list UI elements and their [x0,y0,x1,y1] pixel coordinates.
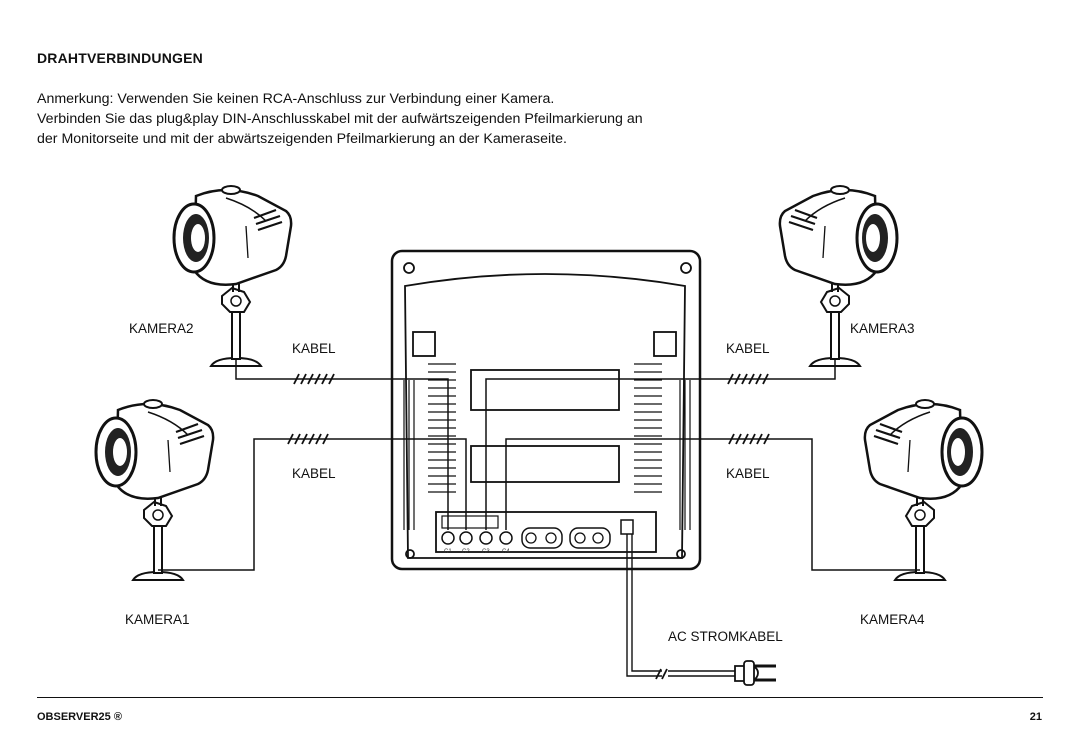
camera-2-label: KAMERA2 [129,321,194,336]
footer-divider [37,697,1043,698]
page-number: 21 [1029,711,1042,723]
footer-brand: OBSERVER25 ® [37,711,122,723]
section-heading: DRAHTVERBINDUNGEN [37,50,203,66]
cable-label-top-right: KABEL [726,341,770,356]
cable-break-marks [287,373,770,680]
power-cable-label: AC STROMKABEL [668,629,783,644]
power-plug-icon [734,660,776,686]
camera-4-label: KAMERA4 [860,612,925,627]
cable-label-bottom-left: KABEL [292,466,336,481]
camera-cables [158,360,920,677]
camera-2-icon [172,184,293,368]
camera-3-icon [778,184,899,368]
note-line-1: Anmerkung: Verwenden Sie keinen RCA-Ansc… [37,91,555,107]
camera-1-icon [94,398,215,582]
port-label-c3: C3 [482,549,490,555]
port-labels: C1 C2 C3 C4 [444,549,510,555]
cable-label-bottom-right: KABEL [726,466,770,481]
instruction-line-1: Verbinden Sie das plug&play DIN-Anschlus… [37,111,643,127]
port-label-c4: C4 [502,549,510,555]
monitor-back-icon [390,249,702,571]
camera-3-label: KAMERA3 [850,321,915,336]
camera-1-label: KAMERA1 [125,612,190,627]
instruction-line-2: der Monitorseite und mit der abwärtszeig… [37,131,567,147]
port-label-c1: C1 [444,549,452,555]
cable-label-top-left: KABEL [292,341,336,356]
port-label-c2: C2 [462,549,470,555]
camera-4-icon [863,398,984,582]
